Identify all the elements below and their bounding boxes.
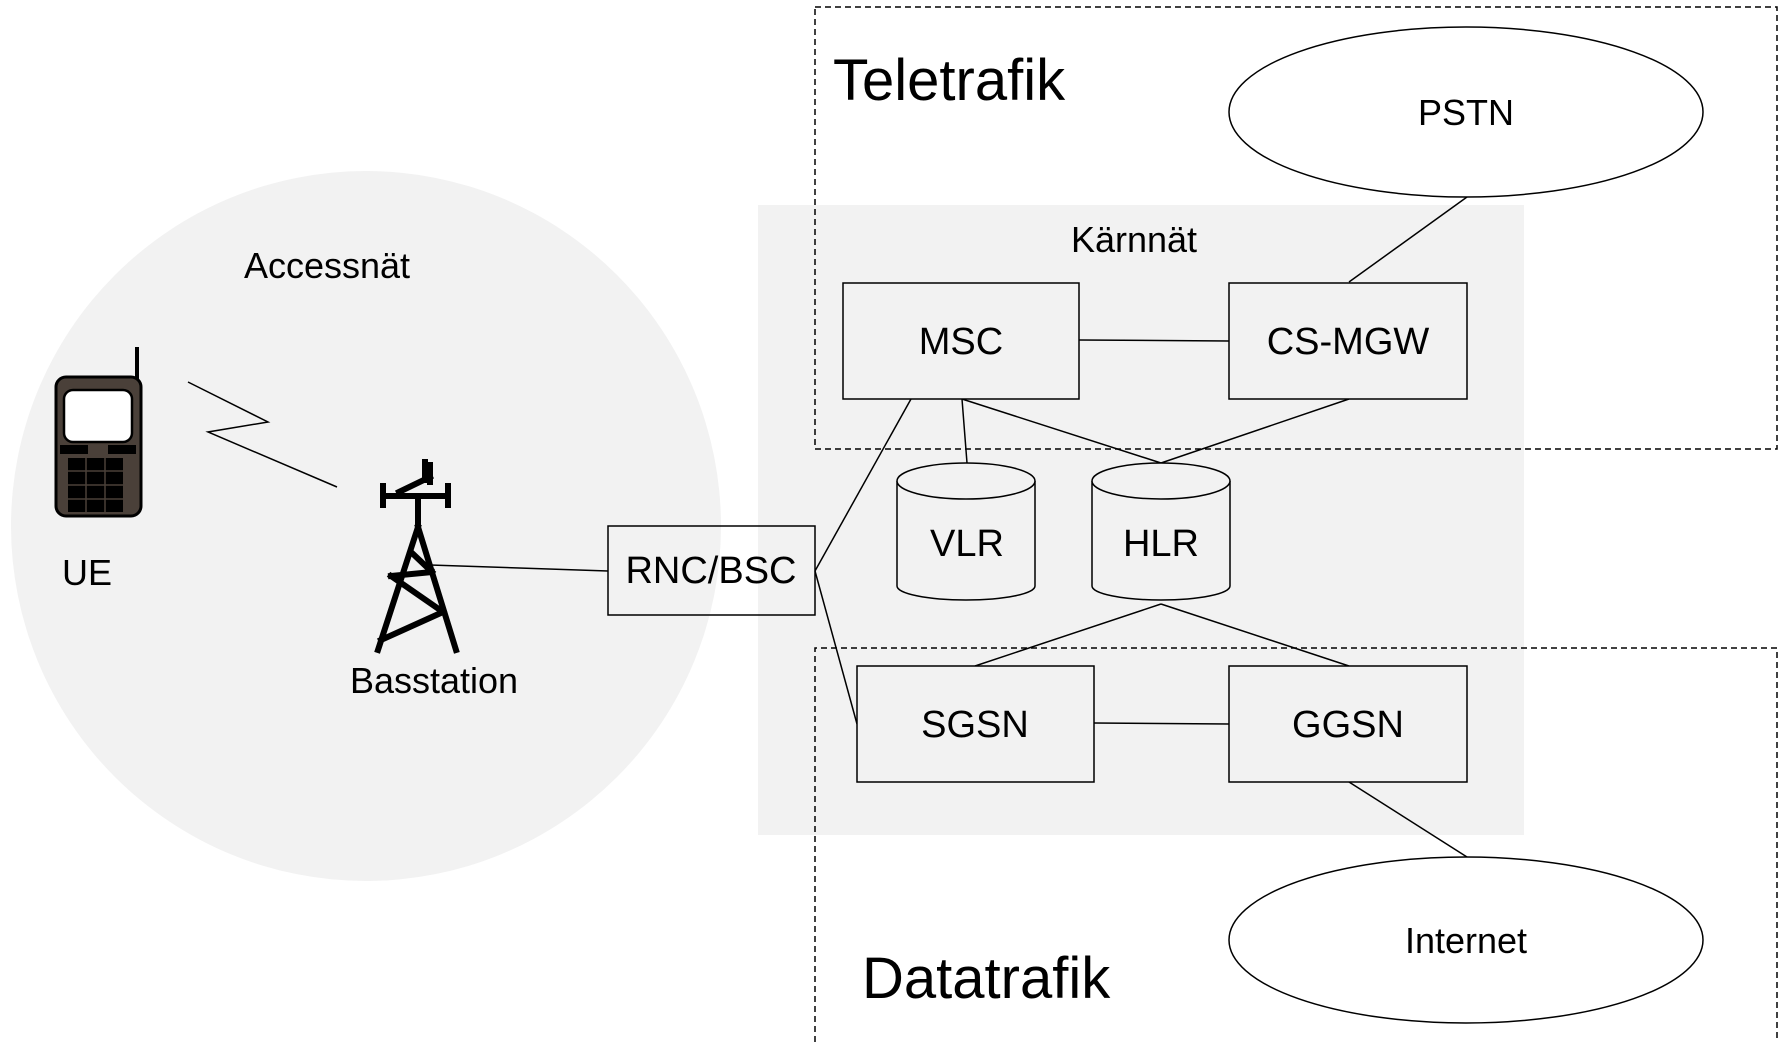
rnc-bsc-label: RNC/BSC xyxy=(625,550,796,592)
link-hlr-ggsn xyxy=(1160,603,1350,667)
link-sgsn-ggsn xyxy=(1093,722,1230,725)
cs-mgw-label: CS-MGW xyxy=(1267,321,1430,363)
sgsn-label: SGSN xyxy=(921,704,1029,746)
pstn-network xyxy=(1228,26,1704,198)
link-hlr-sgsn xyxy=(974,603,1162,667)
lightning-icon xyxy=(187,381,338,488)
pstn-label: PSTN xyxy=(1418,92,1514,133)
base-station-label: Basstation xyxy=(350,660,518,701)
ue-label: UE xyxy=(62,552,112,593)
hlr-label: HLR xyxy=(1123,523,1199,565)
hlr-database xyxy=(1091,462,1231,601)
link-msc-vlr xyxy=(961,398,968,464)
vlr-database xyxy=(896,462,1036,601)
ggsn-label: GGSN xyxy=(1292,704,1404,746)
link-csmgw-hlr xyxy=(1160,398,1350,464)
internet-network xyxy=(1228,856,1704,1024)
link-rnc-msc xyxy=(814,398,912,572)
link-rnc-sgsn xyxy=(814,570,858,725)
link-msc-hlr xyxy=(961,398,1162,464)
rnc-bsc-node xyxy=(607,525,816,616)
link-msc-csmgw xyxy=(1078,339,1230,342)
core-network-label: Kärnnät xyxy=(1071,219,1197,260)
cs-mgw-node xyxy=(1228,282,1468,400)
connections xyxy=(429,196,1468,858)
link-bs-rnc xyxy=(429,564,609,572)
access-network-region xyxy=(11,171,721,881)
mobile-phone-icon xyxy=(54,347,143,518)
telephony-traffic-region xyxy=(814,6,1778,450)
data-traffic-label: Datatrafik xyxy=(862,946,1111,1011)
sgsn-node xyxy=(856,665,1095,783)
msc-label: MSC xyxy=(919,321,1003,363)
link-ggsn-internet xyxy=(1348,781,1468,858)
internet-label: Internet xyxy=(1405,920,1527,961)
access-network-label: Accessnät xyxy=(244,245,410,286)
radio-tower-icon xyxy=(374,459,460,654)
ggsn-node xyxy=(1228,665,1468,783)
link-csmgw-pstn xyxy=(1348,196,1468,283)
telephony-traffic-label: Teletrafik xyxy=(833,48,1066,113)
msc-node xyxy=(842,282,1080,400)
vlr-label: VLR xyxy=(930,523,1004,565)
